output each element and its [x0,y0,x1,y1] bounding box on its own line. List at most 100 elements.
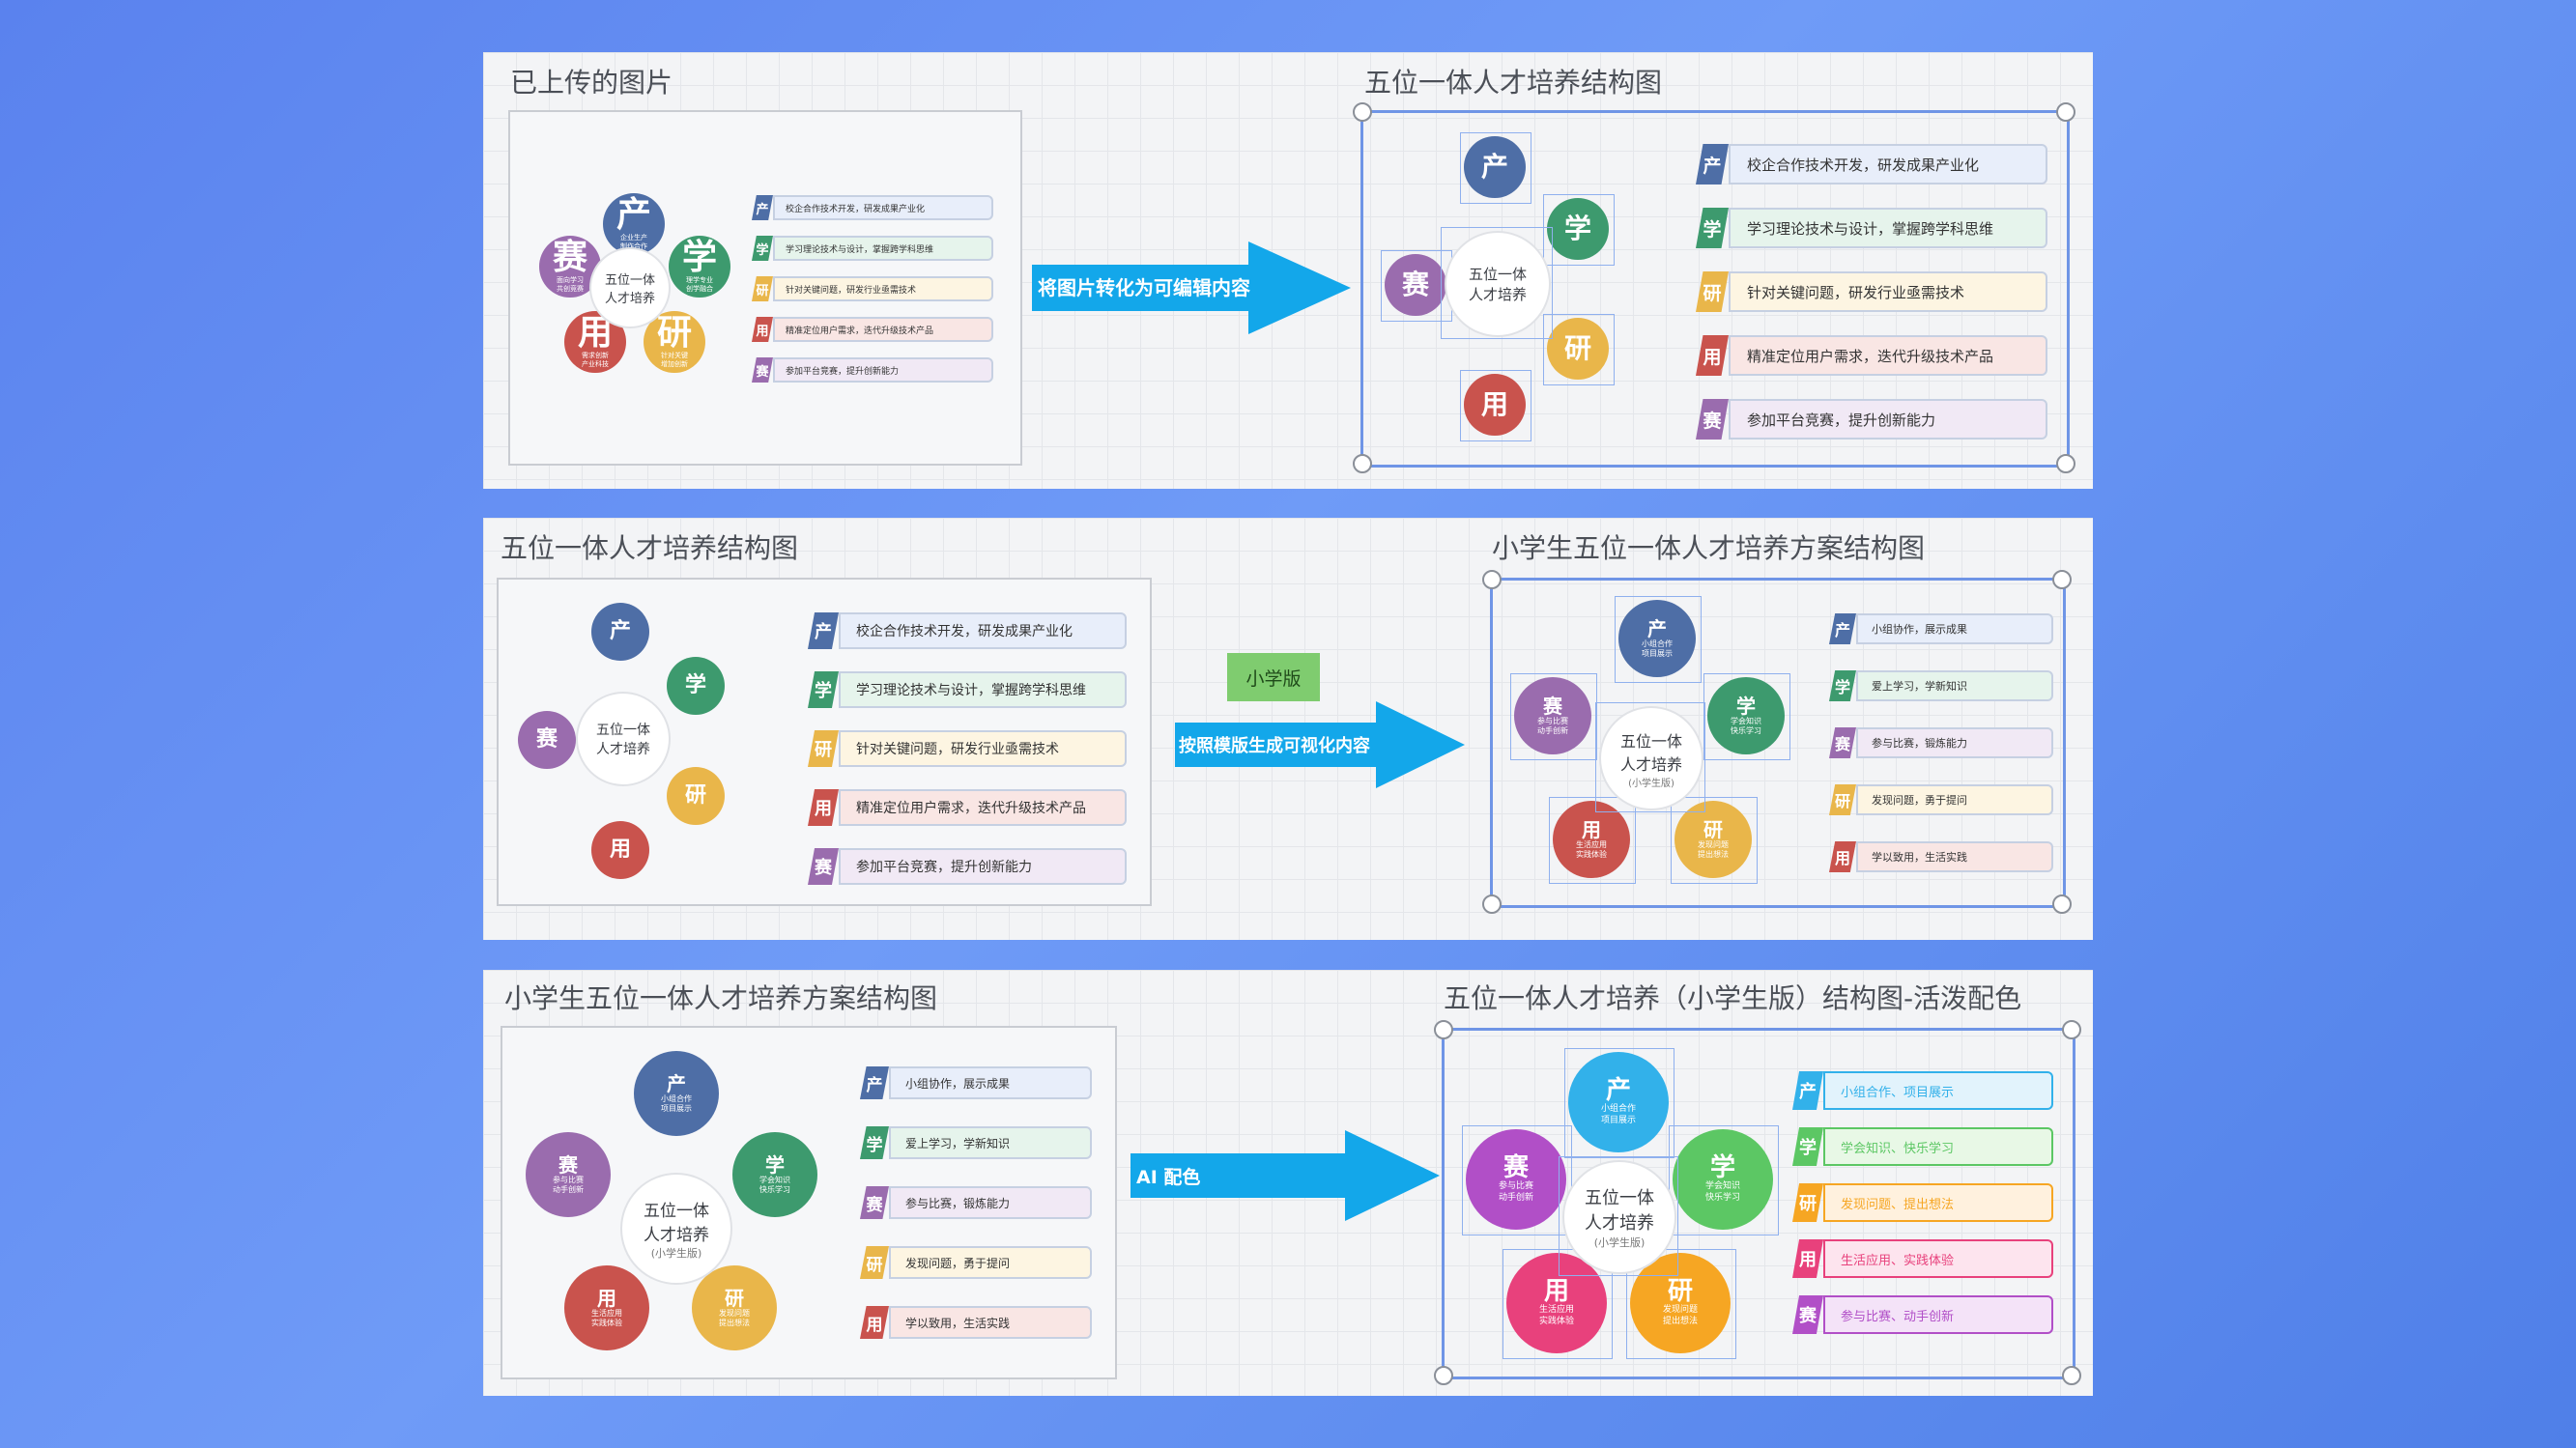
node-chan[interactable]: 产企业生产制作合作 [603,193,665,255]
resize-handle-top-right[interactable] [2062,1020,2081,1039]
node-chan[interactable]: 产 [1464,136,1526,198]
list-item[interactable]: 学爱上学习，学新知识 [1829,670,2053,701]
list-item[interactable]: 学学习理论技术与设计，掌握跨学科思维 [752,236,993,261]
node-sai[interactable]: 赛 [518,711,576,769]
node-subtext: 发现问题 [719,1308,750,1318]
vivid-diagram-selection[interactable]: 产小组合作项目展示 赛参与比赛动手创新 学学会知识快乐学习 用生活应用实践体验 … [1442,1028,2075,1379]
node-sai[interactable]: 赛参与比赛动手创新 [1514,677,1591,754]
list-item[interactable]: 研针对关键问题，研发行业亟需技术 [752,276,993,301]
node-yong[interactable]: 用 [1464,374,1526,436]
resize-handle-top-left[interactable] [1482,570,1502,589]
center-line: 人才培养 [1585,1213,1654,1234]
primary-diagram-copy[interactable]: 产小组合作项目展示 赛参与比赛动手创新 学学会知识快乐学习 用生活应用实践体验 … [501,1026,1117,1379]
node-sai[interactable]: 赛参与比赛动手创新 [526,1132,611,1217]
node-sai[interactable]: 赛 [1385,254,1446,316]
list-item[interactable]: 产校企合作技术开发，研发成果产业化 [752,195,993,220]
list-item[interactable]: 研针对关键问题，研发行业亟需技术 [808,730,1127,767]
item-tag: 研 [1792,1183,1823,1222]
resize-handle-top-left[interactable] [1434,1020,1453,1039]
list-item[interactable]: 学学习理论技术与设计，掌握跨学科思维 [808,671,1127,708]
vivid-center-circle: 五位一体 人才培养 (小学生版) [1562,1160,1676,1274]
node-xue[interactable]: 学学会知识快乐学习 [1707,677,1785,754]
item-tag: 学 [1792,1127,1823,1166]
node-yong[interactable]: 用生活应用实践体验 [1553,801,1630,878]
node-yong[interactable]: 用生活应用实践体验 [1506,1253,1607,1353]
list-item[interactable]: 研针对关键问题，研发行业亟需技术 [1696,271,2047,312]
node-xue[interactable]: 学学会知识快乐学习 [1673,1129,1773,1230]
node-chan[interactable]: 产小组合作项目展示 [1618,600,1696,677]
list-item[interactable]: 赛参与比赛、动手创新 [1792,1295,2053,1334]
node-xue[interactable]: 学学会知识快乐学习 [732,1132,817,1217]
list-item[interactable]: 赛参与比赛，锻炼能力 [860,1186,1092,1219]
panel-image-to-editable: 已上传的图片 五位一体人才培养结构图 产企业生产制作合作 学理学专业创学融合 赛… [483,52,2093,489]
node-char: 学 [684,673,706,698]
center-line: 五位一体 [1619,731,1682,751]
node-chan[interactable]: 产 [591,603,649,661]
node-frame [1460,370,1531,441]
primary-diagram-selection[interactable]: 产小组合作项目展示 赛参与比赛动手创新 学学会知识快乐学习 用生活应用实践体验 … [1490,578,2066,908]
node-chan[interactable]: 产小组合作项目展示 [1568,1052,1669,1152]
list-item[interactable]: 研发现问题、提出想法 [1792,1183,2053,1222]
node-yan[interactable]: 研 [667,767,725,825]
node-yong[interactable]: 用需求创新产业科技 [564,311,626,373]
resize-handle-bottom-left[interactable] [1434,1366,1453,1385]
node-yan[interactable]: 研针对关键增加创新 [644,311,705,373]
node-xue[interactable]: 学 [667,657,725,715]
list-item[interactable]: 赛参加平台竞赛，提升创新能力 [1696,399,2047,440]
list-item[interactable]: 产小组协作，展示成果 [1829,613,2053,644]
list-item[interactable]: 赛参加平台竞赛，提升创新能力 [752,357,993,383]
list-item[interactable]: 研发现问题，勇于提问 [1829,784,2053,815]
item-tag: 产 [1696,144,1729,185]
list-item[interactable]: 赛参加平台竞赛，提升创新能力 [808,848,1127,885]
panel-template-generation: 五位一体人才培养结构图 小学生五位一体人才培养方案结构图 产 学 赛 研 用 五… [483,518,2093,940]
list-item[interactable]: 用生活应用、实践体验 [1792,1239,2053,1278]
list-item[interactable]: 研发现问题，勇于提问 [860,1246,1092,1279]
list-item[interactable]: 用学以致用，生活实践 [860,1306,1092,1339]
node-subtext: 实践体验 [1538,1316,1574,1326]
node-xue[interactable]: 学 [1547,198,1609,260]
arrow-polygon [1175,701,1465,788]
center-frame [1595,702,1705,812]
node-subtext: 学会知识 [759,1175,790,1184]
node-frame [1703,673,1790,760]
node-subtext: 生活应用 [1538,1305,1574,1316]
resize-handle-bottom-left[interactable] [1353,454,1372,473]
resize-handle-bottom-right[interactable] [2052,894,2072,914]
template-diagram[interactable]: 产 学 赛 研 用 五位一体 人才培养 产校企合作技术开发，研发成果产业化学学习… [497,578,1152,906]
node-sai[interactable]: 赛参与比赛动手创新 [1466,1129,1566,1230]
node-xue[interactable]: 学理学专业创学融合 [669,236,730,298]
list-item[interactable]: 产校企合作技术开发，研发成果产业化 [1696,144,2047,185]
list-item[interactable]: 用精准定位用户需求，迭代升级技术产品 [808,789,1127,826]
resize-handle-top-right[interactable] [2056,102,2075,122]
node-chan[interactable]: 产小组合作项目展示 [634,1051,719,1136]
node-yan[interactable]: 研发现问题提出想法 [1630,1253,1731,1353]
list-item[interactable]: 用精准定位用户需求，迭代升级技术产品 [1696,335,2047,376]
node-yong[interactable]: 用生活应用实践体验 [564,1265,649,1350]
node-subtext: 发现问题 [1698,839,1729,849]
resize-handle-top-left[interactable] [1353,102,1372,122]
item-tag: 研 [1829,784,1856,815]
item-text: 精准定位用户需求，迭代升级技术产品 [839,789,1127,826]
list-item[interactable]: 学学会知识、快乐学习 [1792,1127,2053,1166]
node-subtext: 生活应用 [1576,839,1607,849]
node-yan[interactable]: 研发现问题提出想法 [1674,801,1752,878]
resize-handle-bottom-left[interactable] [1482,894,1502,914]
node-yan[interactable]: 研发现问题提出想法 [692,1265,777,1350]
list-item[interactable]: 用学以致用，生活实践 [1829,841,2053,872]
node-yong[interactable]: 用 [591,821,649,879]
list-item[interactable]: 学学习理论技术与设计，掌握跨学科思维 [1696,208,2047,248]
list-item[interactable]: 产小组协作，展示成果 [860,1066,1092,1099]
node-char: 产 [1647,616,1667,640]
node-yan[interactable]: 研 [1547,318,1609,380]
resize-handle-bottom-right[interactable] [2062,1366,2081,1385]
uploaded-image[interactable]: 产企业生产制作合作 学理学专业创学融合 赛面向学习共创竞赛 用需求创新产业科技 … [508,110,1022,466]
editable-diagram-selection[interactable]: 产 学 赛 研 用 五位一体 人才培养 产校企合作技术开发，研发成果产业化学学习… [1360,110,2070,468]
list-item[interactable]: 用精准定位用户需求，迭代升级技术产品 [752,317,993,342]
list-item[interactable]: 赛参与比赛，锻炼能力 [1829,727,2053,758]
resize-handle-top-right[interactable] [2052,570,2072,589]
item-text: 发现问题、提出想法 [1823,1183,2053,1222]
list-item[interactable]: 学爱上学习，学新知识 [860,1126,1092,1159]
list-item[interactable]: 产校企合作技术开发，研发成果产业化 [808,612,1127,649]
resize-handle-bottom-right[interactable] [2056,454,2075,473]
list-item[interactable]: 产小组合作、项目展示 [1792,1071,2053,1110]
